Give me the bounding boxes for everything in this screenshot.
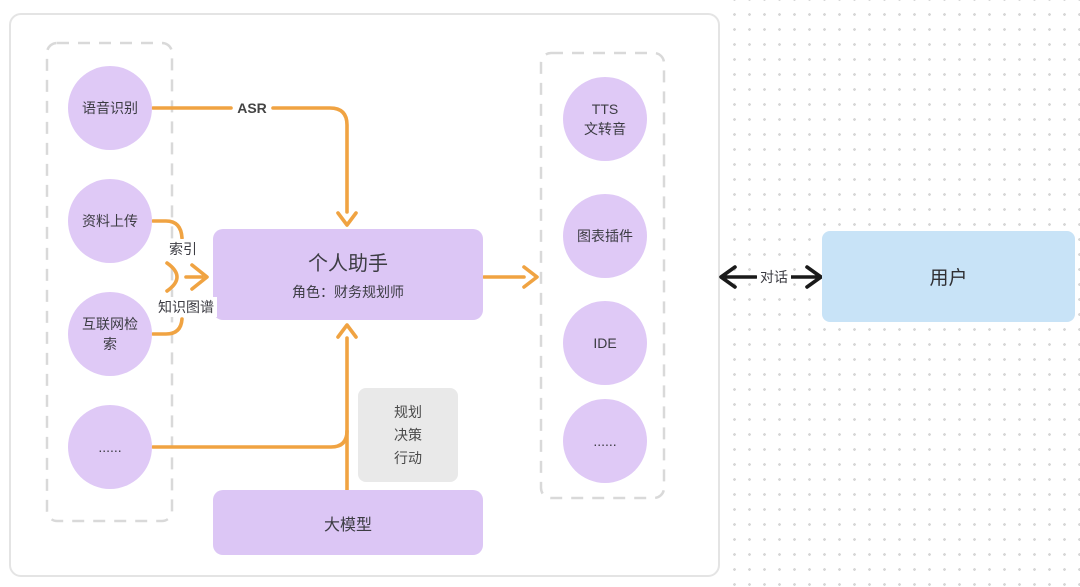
edge-label-asr: ASR [234, 100, 270, 116]
node-label: 资料上传 [82, 213, 138, 229]
edge-label-knowledge-graph: 知识图谱 [155, 297, 217, 317]
assistant-box: 个人助手 角色：财务规划师 [213, 229, 483, 320]
output-node-ide: IDE [563, 301, 647, 385]
assistant-title: 个人助手 [308, 253, 388, 275]
input-node-web-search: 互联网检 索 [68, 292, 152, 376]
output-node-more: ...... [563, 399, 647, 483]
node-label: 语音识别 [82, 100, 138, 116]
node-label: ...... [98, 439, 122, 455]
llm-box: 大模型 [213, 490, 483, 555]
node-label: ...... [593, 433, 617, 449]
output-node-tts: TTS 文转音 [563, 77, 647, 161]
planning-label: 规划 决策 行动 [394, 403, 422, 466]
edge-label-index: 索引 [166, 239, 200, 259]
llm-label: 大模型 [323, 516, 372, 534]
node-label: 互联网检 索 [82, 316, 138, 352]
input-node-file-upload: 资料上传 [68, 179, 152, 263]
input-node-speech-recognition: 语音识别 [68, 66, 152, 150]
user-label: 用户 [929, 268, 968, 289]
output-node-chart-plugin: 图表插件 [563, 194, 647, 278]
node-label: IDE [593, 335, 617, 351]
edge-label-dialog: 对话 [757, 267, 791, 287]
node-label: 图表插件 [577, 228, 633, 244]
assistant-subtitle: 角色：财务规划师 [292, 284, 404, 300]
planning-box: 规划 决策 行动 [358, 388, 458, 482]
node-label: TTS 文转音 [584, 101, 626, 137]
user-box: 用户 [822, 231, 1075, 322]
input-node-more: ...... [68, 405, 152, 489]
